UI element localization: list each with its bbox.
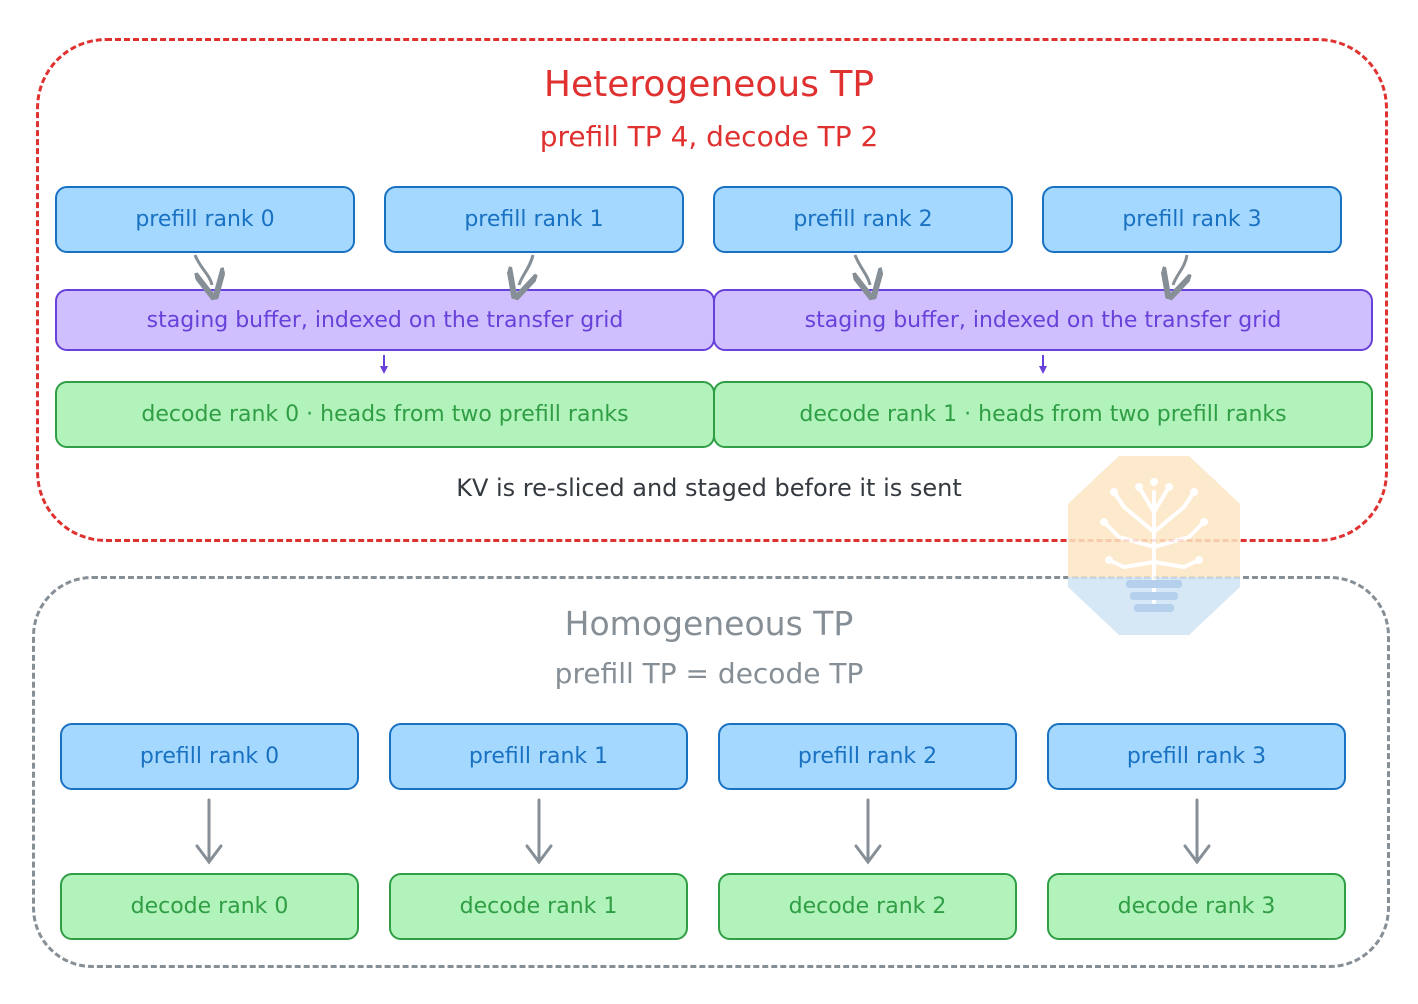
homo-decode-rank-1: decode rank 1: [389, 873, 688, 940]
homo-decode-rank-0: decode rank 0: [60, 873, 359, 940]
hetero-prefill-rank-1: prefill rank 1: [384, 186, 684, 253]
hetero-prefill-rank-3: prefill rank 3: [1042, 186, 1342, 253]
homo-prefill-rank-3: prefill rank 3: [1047, 723, 1346, 790]
homogeneous-tp-frame: [32, 576, 1390, 968]
homo-decode-rank-3: decode rank 3: [1047, 873, 1346, 940]
heterogeneous-title: Heterogeneous TP: [543, 64, 875, 105]
hetero-decode-rank-0: decode rank 0 · heads from two prefill r…: [55, 381, 715, 448]
homo-prefill-rank-2: prefill rank 2: [718, 723, 1017, 790]
tree-lightbulb-logo: [1068, 456, 1240, 635]
homo-decode-rank-2: decode rank 2: [718, 873, 1017, 940]
homogeneous-title: Homogeneous TP: [564, 604, 854, 643]
hetero-prefill-rank-2: prefill rank 2: [713, 186, 1013, 253]
kv-resliced-note: KV is re-sliced and staged before it is …: [456, 474, 962, 502]
hetero-prefill-rank-0: prefill rank 0: [55, 186, 355, 253]
hetero-decode-rank-1: decode rank 1 · heads from two prefill r…: [713, 381, 1373, 448]
homo-prefill-rank-1: prefill rank 1: [389, 723, 688, 790]
heterogeneous-tp-frame: [36, 38, 1388, 542]
staging-buffer-0: staging buffer, indexed on the transfer …: [55, 289, 715, 351]
staging-buffer-1: staging buffer, indexed on the transfer …: [713, 289, 1373, 351]
homo-prefill-rank-0: prefill rank 0: [60, 723, 359, 790]
heterogeneous-subtitle: prefill TP 4, decode TP 2: [539, 120, 879, 153]
homogeneous-subtitle: prefill TP = decode TP: [554, 657, 864, 690]
